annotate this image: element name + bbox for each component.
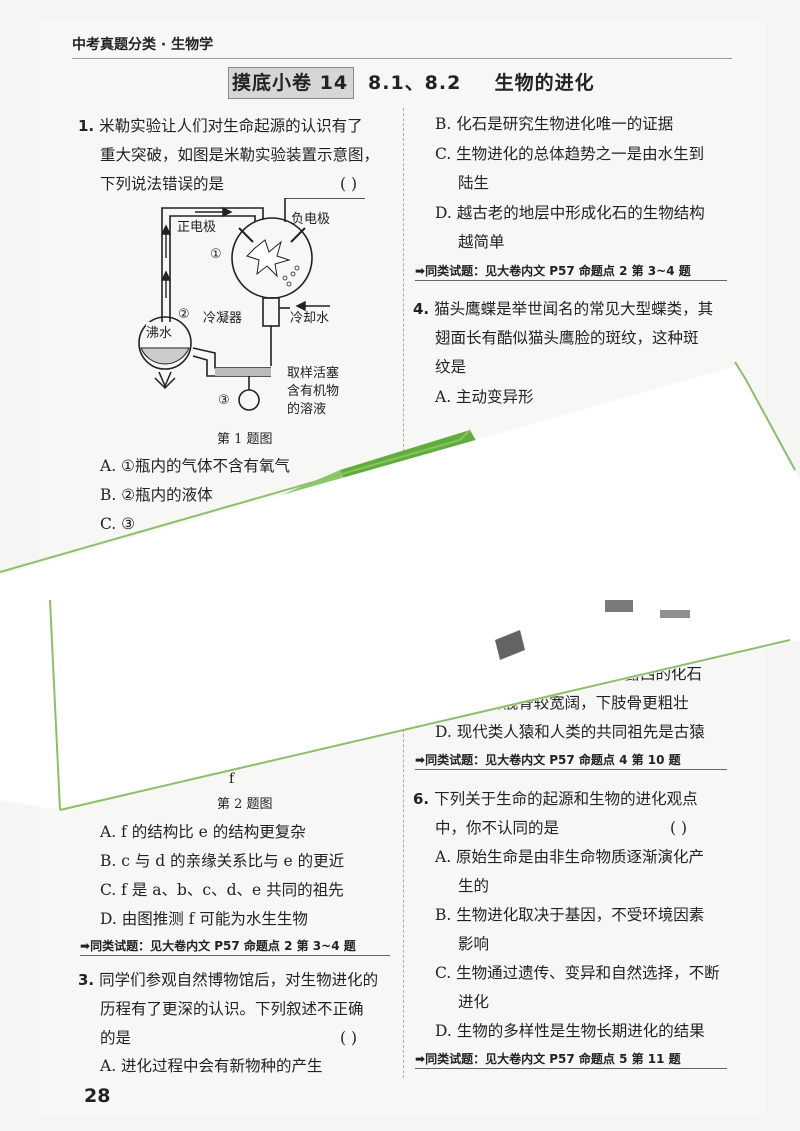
- running-header: 中考真题分类 · 生物学: [72, 37, 214, 53]
- q3-number: 3.: [78, 971, 95, 989]
- q6-stem-text-1: 下列关于生命的起源和生物的进化观点: [434, 790, 698, 808]
- q2-node-f: f: [229, 771, 235, 787]
- q3-stem-line-1: 3. 同学们参观自然博物馆后，对生物进化的: [78, 966, 378, 995]
- q2-fragment-left: 影: [96, 744, 116, 768]
- q1-stem-line-1: 1. 米勒实验让人们对生命起源的认识有了: [78, 112, 363, 141]
- q6-option-a-cont: 生的: [458, 877, 490, 895]
- q5-same-type-rule: [415, 769, 727, 770]
- q6-option-c: C. 生物通过遗传、变异和自然选择，不断: [435, 964, 720, 982]
- q6-stem-line-1: 6. 下列关于生命的起源和生物的进化观点: [413, 785, 698, 814]
- section-topic: 生物的进化: [494, 72, 595, 94]
- q5-option-c: C. 露西的髋骨较宽阔，下肢骨更粗壮: [435, 694, 689, 712]
- label-negative-electrode: 负电极: [291, 212, 331, 227]
- label-cooling-water: 冷却水: [290, 311, 330, 326]
- q3-stem-line-3: 的是: [100, 1029, 132, 1047]
- q6-option-c-cont: 进化: [458, 993, 490, 1011]
- q1-option-c: C. ③: [100, 515, 136, 533]
- q3-option-a: A. 进化过程中会有新物种的产生: [100, 1057, 323, 1075]
- q6-same-type-rule: [415, 1068, 727, 1069]
- q4-stem-line-3: 纹是: [435, 358, 467, 376]
- label-flask-2: ②: [178, 307, 190, 322]
- q2-same-type-text: 同类试题：见大卷内文 P57 命题点 2 第 3~4 题: [90, 939, 356, 953]
- page-number: 28: [84, 1085, 111, 1107]
- label-condenser: 冷凝器: [203, 311, 243, 326]
- q4-option-a: A. 主动变异形: [435, 388, 534, 406]
- q1-stem-line-3: 下列说法错误的是: [100, 175, 225, 193]
- section-number: 8.1、8.2: [368, 72, 462, 94]
- q6-same-type-text: 同类试题：见大卷内文 P57 命题点 5 第 11 题: [425, 1052, 681, 1066]
- q1-option-a: A. ①瓶内的气体不含有氧气: [100, 457, 290, 475]
- q3-stem-text-1: 同学们参观自然博物馆后，对生物进化的: [99, 971, 379, 989]
- q5-option-d: D. 现代类人猿和人类的共同祖先是古猿: [435, 723, 705, 741]
- q3-option-d: D. 越古老的地层中形成化石的生物结构: [435, 204, 705, 222]
- q3-same-type-link[interactable]: ➡同类试题：见大卷内文 P57 命题点 2 第 3~4 题: [415, 264, 691, 278]
- q2-option-a: A. f 的结构比 e 的结构更复杂: [100, 823, 306, 841]
- title-badge: 摸底小卷 14: [232, 72, 349, 94]
- q1-stem-line-2: 重大突破，如图是米勒实验装置示意图，: [100, 146, 380, 164]
- q3-same-type-rule: [415, 280, 727, 281]
- section-title: 8.1、8.2 生物的进化: [368, 68, 595, 95]
- q3-answer-paren: ( ): [340, 1029, 358, 1047]
- q6-stem-line-2: 中，你不认同的是: [435, 819, 560, 837]
- q5-same-type-link[interactable]: ➡同类试题：见大卷内文 P57 命题点 4 第 10 题: [415, 753, 681, 767]
- q3-option-c: C. 生物进化的总体趋势之一是由水生到: [435, 145, 705, 163]
- label-positive-electrode: 正电极: [177, 220, 217, 235]
- label-sampling-valve: 取样活塞: [287, 366, 340, 381]
- q4-stem-line-2: 翅面长有酷似猫头鹰脸的斑纹，这种斑: [435, 329, 699, 347]
- q3-same-type-text: 同类试题：见大卷内文 P57 命题点 2 第 3~4 题: [425, 264, 691, 278]
- label-boiling-water: 沸水: [146, 322, 173, 341]
- q3-option-b: B. 化石是研究生物进化唯一的证据: [435, 115, 674, 133]
- q1-number: 1.: [78, 117, 95, 135]
- q6-answer-paren: ( ): [670, 819, 688, 837]
- q6-option-b-cont: 影响: [458, 935, 490, 953]
- q5-same-type-text: 同类试题：见大卷内文 P57 命题点 4 第 10 题: [425, 753, 681, 767]
- q1-option-b: B. ②瓶内的液体: [100, 486, 213, 504]
- q3-option-d-cont: 越简单: [458, 233, 505, 251]
- q2-option-d: D. 由图推测 f 可能为水生生物: [100, 910, 308, 928]
- q6-number: 6.: [413, 790, 430, 808]
- label-organic-solution-1: 含有机物: [287, 384, 340, 399]
- q3-option-c-cont: 陆生: [458, 174, 490, 192]
- q4-stem-text-1: 猫头鹰蝶是举世闻名的常见大型蝶类，其: [434, 300, 714, 318]
- label-flask-1: ①: [210, 247, 222, 262]
- column-divider: [403, 108, 404, 1078]
- q2-same-type-rule: [80, 955, 390, 956]
- q1-stem-text-1: 米勒实验让人们对生命起源的认识有了: [99, 117, 363, 135]
- q4-stem-line-1: 4. 猫头鹰蝶是举世闻名的常见大型蝶类，其: [413, 295, 713, 324]
- q3-stem-line-2: 历程有了更深的认识。下列叙述不正确: [100, 1000, 364, 1018]
- figure-2-caption: 第 2 题图: [217, 797, 273, 812]
- q2-option-c: C. f 是 a、b、c、d、e 共同的祖先: [100, 881, 344, 899]
- q5-fragment-1: 等有相似之处: [598, 636, 692, 654]
- label-flask-3: ③: [218, 393, 230, 408]
- label-organic-solution-2: 的溶液: [287, 402, 327, 417]
- title-badge-box: [228, 67, 354, 99]
- header-rule: [72, 58, 732, 59]
- q2-same-type-link[interactable]: ➡同类试题：见大卷内文 P57 命题点 2 第 3~4 题: [80, 939, 356, 953]
- q6-same-type-link[interactable]: ➡同类试题：见大卷内文 P57 命题点 5 第 11 题: [415, 1052, 681, 1066]
- q6-option-a: A. 原始生命是由非生命物质逐渐演化产: [435, 848, 705, 866]
- q4-number: 4.: [413, 300, 430, 318]
- q6-option-b: B. 生物进化取决于基因，不受环境因素: [435, 906, 705, 924]
- figure-1-caption: 第 1 题图: [217, 432, 273, 447]
- q2-option-b: B. c 与 d 的亲缘关系比与 e 的更近: [100, 852, 345, 870]
- q5-fragment-2: 区发现了古人类露西的化石: [516, 665, 703, 683]
- q6-option-d: D. 生物的多样性是生物长期进化的结果: [435, 1022, 705, 1040]
- q1-answer-paren: ( ): [340, 175, 358, 193]
